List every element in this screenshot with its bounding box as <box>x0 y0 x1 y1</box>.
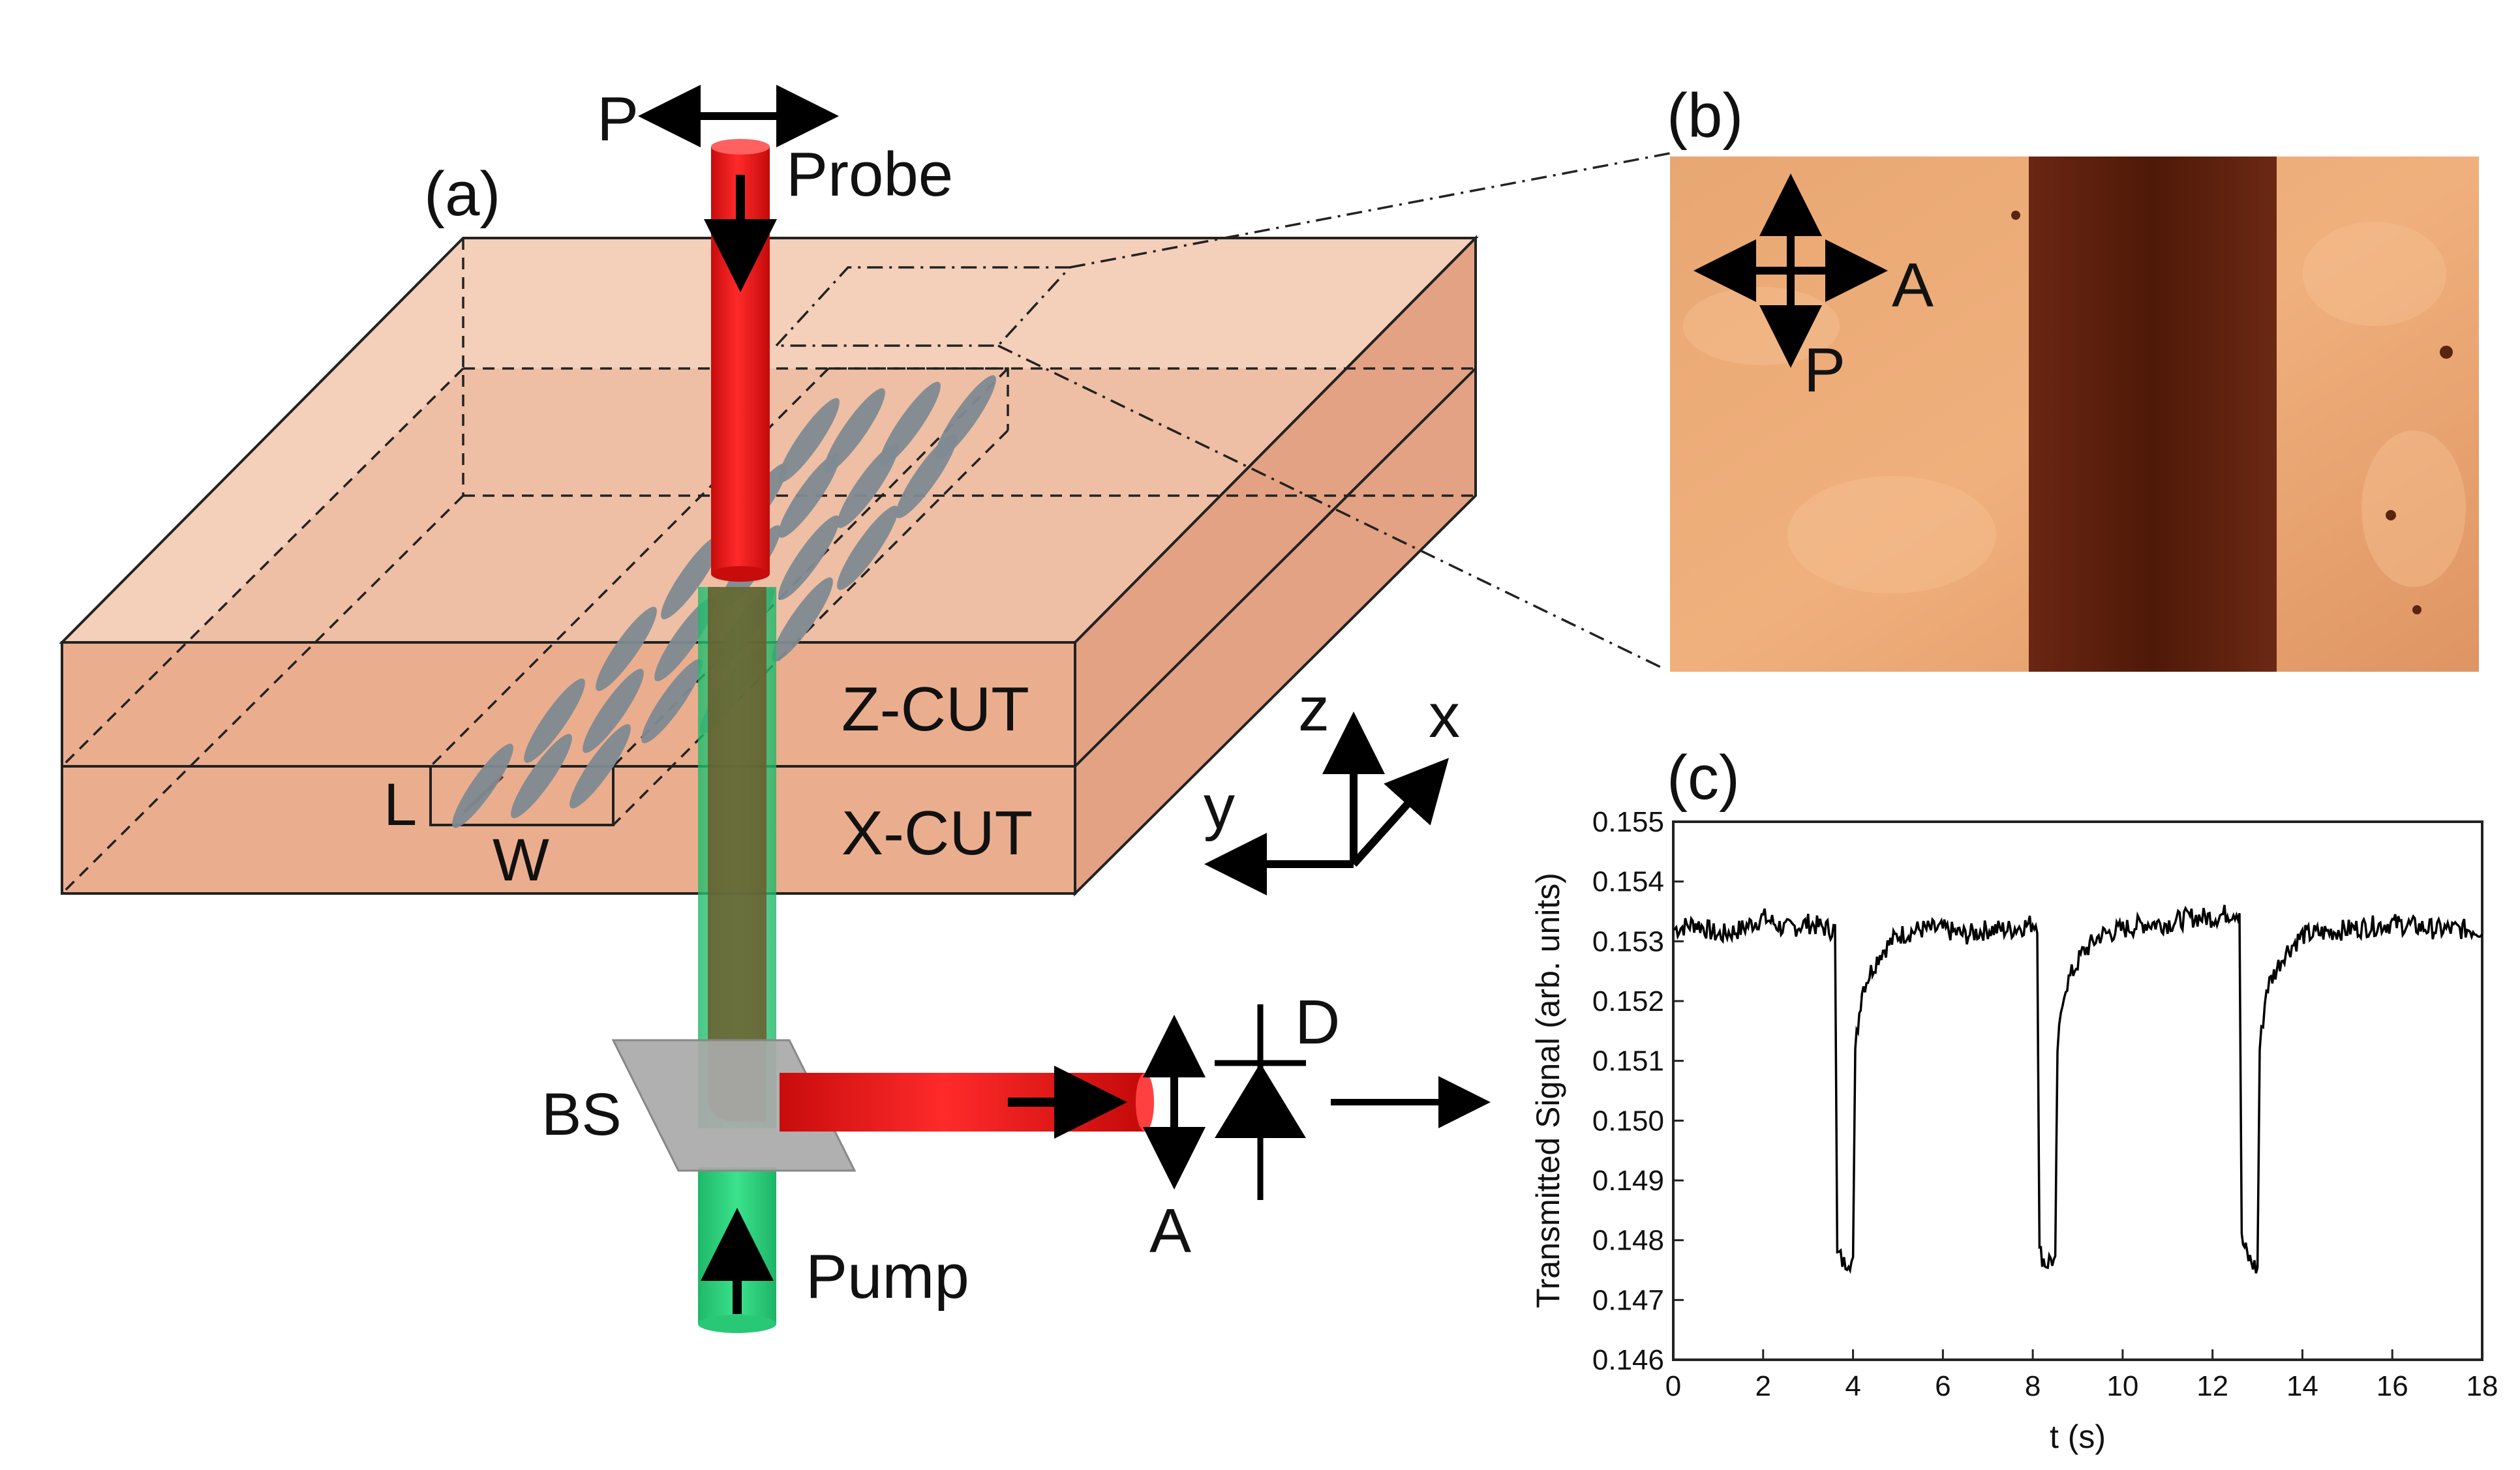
x-tick-label: 12 <box>2196 1370 2228 1402</box>
lc-molecule <box>778 453 840 538</box>
probe-label: Probe <box>786 140 953 209</box>
lc-molecule <box>837 443 898 528</box>
panel-b: (b) A P <box>1667 81 2479 672</box>
beam-splitter-label: BS <box>541 1081 622 1148</box>
y-tick-label: 0.151 <box>1592 1045 1664 1077</box>
y-tick-label: 0.148 <box>1592 1225 1664 1257</box>
probe-overlap <box>708 587 767 1122</box>
lc-molecule <box>778 398 840 483</box>
lc-molecule <box>778 515 840 600</box>
lc-molecule <box>452 743 513 828</box>
photodiode-icon <box>1215 1004 1306 1200</box>
lc-molecule <box>569 724 631 809</box>
micrograph-analyzer-label: A <box>1892 250 1934 320</box>
channel-end <box>429 765 615 826</box>
probe-beam-top-end <box>711 566 770 582</box>
lc-molecule <box>772 577 833 662</box>
axis-x-label: x <box>1429 681 1460 751</box>
x-tick-label: 10 <box>2106 1370 2138 1402</box>
x-tick-label: 16 <box>2376 1370 2408 1402</box>
lc-molecule <box>511 734 572 818</box>
lc-molecule <box>661 535 722 620</box>
z-cut-label: Z-CUT <box>842 674 1029 744</box>
beams: BS Pump <box>541 139 1154 1333</box>
lc-molecule <box>896 434 957 518</box>
x-tick-label: 0 <box>1665 1370 1681 1402</box>
axis-x-arrow <box>1350 758 1450 867</box>
crossed-polarizers-icon <box>1693 173 1888 368</box>
chart-xlabel: t (s) <box>2050 1418 2106 1455</box>
panel-c-label: (c) <box>1667 743 1740 813</box>
axes-triad <box>1204 712 1450 895</box>
micrograph-channel-stripe <box>2029 157 2277 672</box>
length-label: L <box>384 772 417 838</box>
chart-series-line <box>1673 905 2483 1274</box>
chart-frame <box>1672 820 2483 1361</box>
detection: A D <box>1143 987 1491 1266</box>
width-label: W <box>493 827 549 893</box>
y-tick-label: 0.147 <box>1592 1284 1664 1316</box>
lc-molecule <box>583 668 644 753</box>
x-tick-label: 8 <box>2025 1370 2041 1402</box>
axis-y-label: y <box>1204 772 1235 842</box>
probe-beam-top-cap <box>711 139 770 155</box>
polarizer-label: P <box>597 84 639 154</box>
y-tick-label: 0.149 <box>1592 1165 1664 1197</box>
panel-b-label: (b) <box>1667 81 1743 151</box>
y-tick-label: 0.150 <box>1592 1105 1664 1137</box>
x-cut-label: X-CUT <box>842 798 1033 868</box>
layer-divider-side <box>1074 367 1477 768</box>
lc-molecule <box>524 678 585 763</box>
x-tick-label: 18 <box>2467 1370 2498 1402</box>
y-tick-label: 0.146 <box>1592 1344 1664 1376</box>
y-tick-label: 0.152 <box>1592 985 1664 1017</box>
lc-molecule <box>596 607 657 691</box>
chart-ticks <box>1672 820 2483 1361</box>
pump-label: Pump <box>806 1242 969 1312</box>
x-tick-label: 14 <box>2286 1370 2318 1402</box>
chart-ylabel: Transmitted Signal (arb. units) <box>1530 873 1566 1308</box>
y-tick-label: 0.154 <box>1592 866 1664 898</box>
pump-beam-end <box>698 1315 776 1333</box>
probe-beam-out-end <box>1136 1073 1154 1132</box>
probe-polarization: P Probe <box>597 84 953 209</box>
micrograph-polarizer-label: P <box>1804 335 1845 405</box>
detector-label: D <box>1295 987 1340 1057</box>
zoom-region <box>775 152 1671 670</box>
lc-molecule <box>824 388 885 473</box>
x-tick-label: 4 <box>1845 1370 1860 1402</box>
y-tick-label: 0.155 <box>1592 806 1664 838</box>
lc-molecule <box>837 505 898 590</box>
chart-tick-labels: 0 2 4 6 8 10 12 14 16 18 0.146 0.147 0.148 0.149 0.150… <box>1592 806 2498 1402</box>
analyzer-label: A <box>1149 1196 1191 1266</box>
x-tick-label: 2 <box>1755 1370 1771 1402</box>
panel-a-label: (a) <box>424 159 500 229</box>
x-tick-label: 6 <box>1935 1370 1951 1402</box>
micrograph-specks <box>2011 211 2453 614</box>
lc-molecule <box>641 659 703 743</box>
axis-z-label: z <box>1298 674 1329 744</box>
y-tick-label: 0.153 <box>1592 925 1664 957</box>
